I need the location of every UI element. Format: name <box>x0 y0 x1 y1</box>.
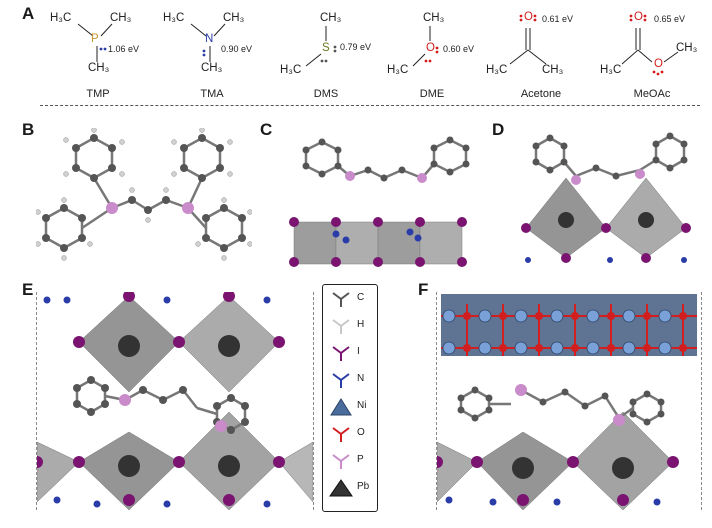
legend-swatch-i <box>332 346 350 361</box>
legend-swatch-o <box>332 427 350 442</box>
tma-ev: 0.90 eV <box>221 44 253 54</box>
legend-label-c: C <box>357 292 365 303</box>
legend-item-h: H <box>323 316 377 336</box>
panel-f-structure <box>436 292 702 510</box>
acetone-name: Acetone <box>520 88 562 100</box>
meoac-ev: 0.65 eV <box>654 14 686 24</box>
legend-item-c: C <box>323 289 377 309</box>
legend-swatch-h <box>332 319 350 334</box>
tma-center-atom: N <box>205 33 214 45</box>
meoac-methyl-right: CH₃ <box>676 42 698 54</box>
legend-item-pb: Pb <box>323 478 377 498</box>
tma-bonds <box>190 23 226 62</box>
dme-name: DME <box>419 88 445 100</box>
panel-label-b: B <box>22 120 35 139</box>
legend-swatch-ni <box>330 398 352 416</box>
tmp-methyl-left: H₃C <box>50 12 72 24</box>
panel-d-scene <box>521 132 691 263</box>
dms-ev: 0.79 eV <box>340 42 372 52</box>
acetone-bonds <box>509 14 547 65</box>
panel-d-structure <box>516 128 700 268</box>
panel-label-c: C <box>260 120 273 139</box>
legend-label-pb: Pb <box>357 481 370 492</box>
panel-f-scene <box>437 294 697 510</box>
legend-item-p: P <box>323 451 377 471</box>
legend-label-i: I <box>357 346 360 357</box>
legend-item-ni: Ni <box>323 397 377 417</box>
legend-label-p: P <box>357 454 364 465</box>
panel-divider <box>40 105 700 106</box>
dme-center-atom: O <box>426 42 435 54</box>
panel-b-structure <box>36 128 252 261</box>
dms-methyl-left: H₃C <box>280 64 302 76</box>
panel-c-scene <box>289 136 470 267</box>
legend-swatch-c <box>332 292 350 307</box>
legend-swatch-pb <box>329 479 353 497</box>
atom-legend: C H I N Ni O <box>322 284 378 512</box>
dme-ev: 0.60 eV <box>443 44 475 54</box>
tmp-bonds <box>77 23 113 62</box>
molecule-meoac: O H₃C O CH₃ 0.65 eV <box>598 6 710 86</box>
legend-label-h: H <box>357 319 365 330</box>
acetone-center-atom: O <box>524 11 533 23</box>
tma-methyl-left: H₃C <box>163 12 185 24</box>
dms-methyl-top: CH₃ <box>320 12 342 24</box>
panel-e-structure <box>36 292 314 510</box>
legend-label-o: O <box>357 427 365 438</box>
acetone-ev: 0.61 eV <box>542 14 574 24</box>
meoac-carbonyl-o: O <box>634 11 643 23</box>
dms-bonds <box>305 26 337 67</box>
molecule-acetone: O H₃C CH₃ 0.61 eV <box>484 6 594 86</box>
tma-methyl-right: CH₃ <box>223 12 245 24</box>
panel-b-molecule <box>36 128 252 268</box>
dms-name: DMS <box>313 88 339 100</box>
acetone-methyl-right: CH₃ <box>542 64 564 76</box>
panel-e-scene <box>37 292 313 510</box>
meoac-bonds <box>621 14 679 76</box>
panel-label-e: E <box>22 280 34 299</box>
tmp-methyl-bottom: CH₃ <box>88 62 110 74</box>
panel-label-a: A <box>22 4 35 23</box>
meoac-name: MeOAc <box>633 88 671 100</box>
panel-label-d: D <box>492 120 505 139</box>
tma-methyl-bottom: CH₃ <box>201 62 223 74</box>
meoac-ester-o: O <box>654 58 663 70</box>
dme-methyl-left: H₃C <box>387 64 409 76</box>
legend-item-n: N <box>323 370 377 390</box>
legend-label-n: N <box>357 373 365 384</box>
dme-bonds <box>412 26 439 67</box>
molecule-tma: H₃C CH₃ N CH₃ 0.90 eV <box>163 6 263 86</box>
dms-center-atom: S <box>322 42 330 54</box>
molecule-dms: CH₃ S H₃C 0.79 eV <box>278 6 378 86</box>
legend-item-i: I <box>323 343 377 363</box>
molecule-tmp: H₃C CH₃ P CH₃ 1.06 eV <box>50 6 150 86</box>
panel-c-structure <box>284 128 478 268</box>
legend-swatch-p <box>332 454 350 469</box>
dme-methyl-top: CH₃ <box>423 12 445 24</box>
panel-label-f: F <box>418 280 429 299</box>
legend-label-ni: Ni <box>357 400 367 411</box>
tmp-methyl-right: CH₃ <box>110 12 132 24</box>
tmp-ev: 1.06 eV <box>108 44 140 54</box>
acetone-methyl-left: H₃C <box>486 64 508 76</box>
meoac-methyl-left: H₃C <box>600 64 622 76</box>
legend-item-o: O <box>323 424 377 444</box>
tmp-center-atom: P <box>91 33 99 45</box>
legend-swatch-n <box>332 373 350 388</box>
molecule-dme: CH₃ O H₃C 0.60 eV <box>385 6 485 86</box>
tma-name: TMA <box>200 88 224 100</box>
tmp-name: TMP <box>86 88 110 100</box>
